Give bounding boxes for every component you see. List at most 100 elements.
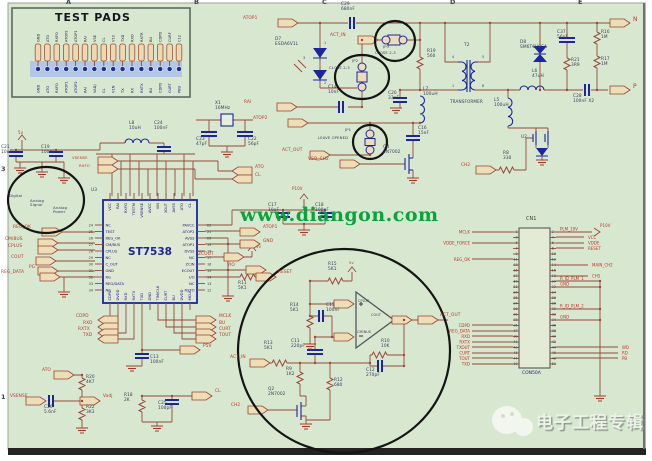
capacitors	[9, 17, 590, 407]
schematic-label: D8 SM6T6V8CA	[520, 40, 548, 50]
schematic-text: ATOP1	[74, 30, 78, 42]
schematic-label: ACT_OUT	[282, 148, 303, 153]
schematic-label: P10V	[600, 223, 611, 228]
schematic-text: 18	[552, 274, 556, 278]
schematic-label: P	[633, 83, 637, 90]
test-pad-dot	[176, 66, 182, 72]
test-pad-dot	[82, 66, 88, 72]
ground-symbol	[58, 177, 70, 184]
schematic-text: VSE	[93, 34, 97, 42]
port-arrow	[223, 252, 245, 262]
schematic-label: L6 47uH	[532, 69, 544, 79]
schematic-label: R12 680	[334, 378, 343, 388]
schematic-text: TOUT	[458, 356, 471, 361]
schematic-text: 5	[515, 241, 517, 245]
schematic-text: CURT	[168, 83, 172, 93]
junction-dot	[80, 373, 84, 377]
schematic-label: C26 5.6nF	[44, 405, 57, 415]
schematic-label: MCLK	[219, 314, 232, 319]
schematic-text: 17	[207, 256, 211, 260]
schematic-label: R11 5K1	[238, 281, 247, 291]
junction-dot	[226, 242, 230, 246]
schematic-label: RESET	[278, 270, 293, 275]
ground-symbol	[222, 295, 234, 302]
schematic-label: CH2	[231, 403, 241, 408]
schematic-text: 8	[552, 247, 554, 251]
junction-dot	[323, 208, 327, 212]
schematic-text: CDPD	[159, 32, 163, 42]
ground-symbol	[304, 343, 316, 350]
schematic-label: RAI	[244, 100, 252, 105]
schematic-label: L8 10uH	[129, 121, 141, 131]
schematic-text: TXD	[121, 34, 125, 43]
schematic-label: ATOP2	[253, 116, 268, 121]
schematic-text: 15	[513, 269, 517, 273]
junction-dot	[140, 348, 144, 352]
schematic-text: ATOP2	[74, 81, 78, 93]
annotation-circle-jp3	[373, 19, 417, 63]
schematic-text: 17	[513, 274, 517, 278]
schematic-text: 41	[513, 340, 517, 344]
schematic-label: L5 100uH	[494, 98, 509, 108]
schematic-text: RXTX	[459, 339, 470, 344]
schematic-text: 35	[513, 324, 517, 328]
schematic-text: TXD	[140, 293, 144, 302]
schematic-label: C16 15nF	[418, 126, 430, 136]
schematic-text: 4	[552, 236, 554, 240]
schematic-text: 14	[207, 275, 211, 279]
schematic-label: CLOSE 2-3	[329, 65, 350, 70]
schematic-text: RX	[130, 88, 134, 93]
schematic-label: Digital	[9, 193, 23, 198]
schematic-label: CH2	[461, 163, 471, 168]
schematic-text: RG	[106, 275, 112, 279]
schematic-text: DVDD	[116, 289, 120, 300]
schematic-text: RXD	[461, 334, 470, 339]
ground-symbol	[126, 365, 138, 372]
schematic-label: D	[450, 0, 456, 6]
schematic-text: XIN	[156, 203, 160, 210]
port-arrow	[231, 166, 253, 176]
schematic-text: ATOP1	[183, 243, 195, 247]
schematic-label: R15 5K1	[328, 262, 337, 272]
junction-dot	[411, 121, 415, 125]
junction-dot	[598, 279, 602, 283]
test-pad-dot	[138, 66, 145, 72]
junction-dots	[14, 21, 602, 403]
schematic-label: C22 56pF	[248, 137, 260, 147]
junction-dot	[318, 21, 322, 25]
schematic-label: CPLUS	[358, 299, 370, 303]
test-pad	[156, 43, 164, 62]
schematic-text: PLM_10V	[560, 227, 578, 232]
schematic-text: ECOUT	[182, 269, 196, 273]
logo-bubble-small-icon	[514, 418, 533, 436]
junction-dot	[418, 121, 422, 125]
schematic-label: TXD	[83, 333, 93, 338]
junction-dot	[506, 88, 510, 92]
port-arrow	[191, 391, 213, 401]
schematic-text: ATO	[46, 86, 50, 93]
logo-eye-icon	[510, 412, 514, 416]
schematic-label: P10V	[292, 186, 303, 191]
schematic-label: N	[633, 16, 638, 23]
schematic-text: RD	[622, 350, 628, 355]
schematic-text: AVCC	[148, 203, 152, 213]
port-arrow	[249, 358, 271, 368]
schematic-label: C21 10uF	[1, 145, 13, 155]
schematic-text: RAI	[83, 87, 87, 93]
schematic-text: VSENSE	[140, 202, 144, 217]
schematic-text: 33	[89, 282, 93, 286]
schematic-text: WD	[622, 345, 629, 350]
schematic-label: ACT_IN	[230, 355, 246, 360]
schematic-text: REG/DATA	[106, 282, 125, 286]
schematic-label: P5V	[203, 344, 212, 349]
schematic-text: 26	[552, 296, 556, 300]
junction-dot	[565, 21, 569, 25]
schematic-label: CL	[255, 173, 261, 178]
schematic-text: 2	[552, 230, 554, 234]
junction-dot	[565, 88, 569, 92]
schematic-label: CDPD	[76, 314, 89, 319]
junction-dot	[598, 318, 602, 322]
schematic-text: 21	[207, 230, 211, 234]
schematic-text: C12	[177, 35, 181, 42]
